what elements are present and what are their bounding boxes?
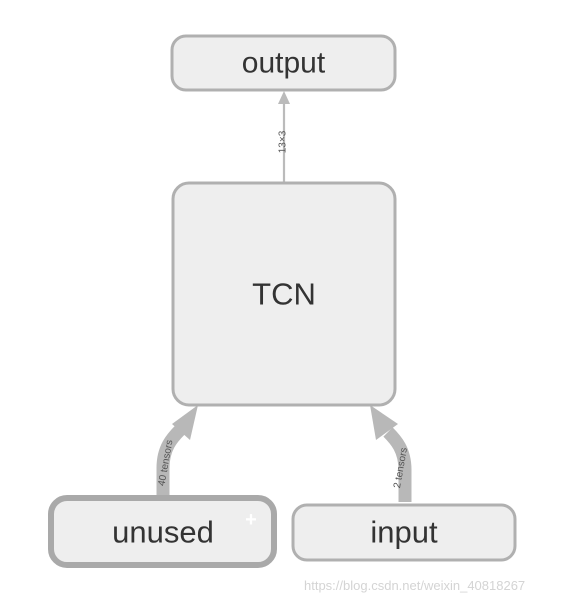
- node-unused[interactable]: unused +: [48, 495, 277, 568]
- node-label-unused: unused: [112, 515, 214, 550]
- node-label-tcn: TCN: [252, 277, 316, 312]
- node-output[interactable]: output: [170, 34, 397, 92]
- node-input[interactable]: input: [291, 503, 517, 562]
- node-tcn[interactable]: TCN: [171, 181, 397, 407]
- node-label-input: input: [370, 515, 438, 550]
- node-label-output: output: [242, 47, 326, 80]
- edge-label-tcn-to-output: 13×3: [278, 130, 289, 153]
- plus-icon[interactable]: +: [245, 509, 257, 531]
- edge-tcn-to-output[interactable]: 13×3: [278, 91, 291, 182]
- edge-input-to-tcn[interactable]: 2 tensors: [370, 405, 412, 502]
- watermark-text: https://blog.csdn.net/weixin_40818267: [304, 578, 525, 593]
- edge-unused-to-tcn[interactable]: 40 tensors: [156, 405, 198, 496]
